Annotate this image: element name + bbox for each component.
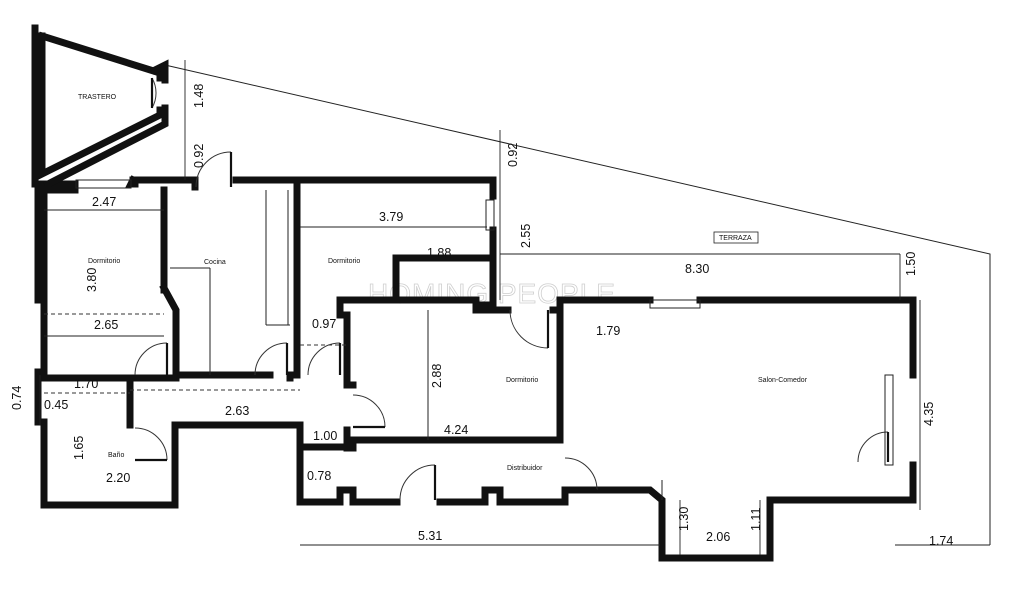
dim-bath-width: 1.70 bbox=[74, 377, 98, 391]
trastero-walls bbox=[31, 24, 169, 189]
dim-hall-step: 1.00 bbox=[313, 429, 337, 443]
room-label-distribuidor: Distribuidor bbox=[507, 465, 543, 472]
room-label-trastero: TRASTERO bbox=[78, 94, 117, 101]
dim-bath-length: 2.20 bbox=[106, 471, 130, 485]
dim-dorm3-depth: 2.88 bbox=[430, 364, 444, 388]
dim-dorm1-depth: 3.80 bbox=[85, 268, 99, 292]
dimension-labels: 1.48 0.92 0.92 2.47 3.80 2.65 3.79 1.88 … bbox=[10, 84, 953, 548]
dim-passage-b: 0.92 bbox=[506, 143, 520, 167]
doors bbox=[75, 77, 894, 501]
room-label-bano: Baño bbox=[108, 452, 124, 459]
dim-bay-depth: 1.30 bbox=[677, 507, 691, 531]
room-labels: TRASTERO Dormitorio Cocina Dormitorio Do… bbox=[78, 94, 808, 472]
dim-trastero-depth: 1.48 bbox=[192, 84, 206, 108]
dim-salon-depth: 4.35 bbox=[922, 402, 936, 426]
room-label-dormitorio-3: Dormitorio bbox=[506, 377, 538, 384]
dim-salon-entry: 1.79 bbox=[596, 324, 620, 338]
dim-dorm1-width: 2.47 bbox=[92, 195, 116, 209]
dim-dorm1-lower: 2.65 bbox=[94, 318, 118, 332]
main-walls bbox=[34, 176, 917, 562]
room-label-dormitorio-1: Dormitorio bbox=[88, 258, 120, 265]
dim-bath-depth: 1.65 bbox=[72, 436, 86, 460]
dim-bath-step: 0.45 bbox=[44, 398, 68, 412]
interior-lines bbox=[44, 190, 663, 500]
room-label-salon-comedor: Salon-Comedor bbox=[758, 377, 808, 384]
terrace-outline bbox=[164, 64, 991, 545]
dim-passage-a: 0.92 bbox=[192, 144, 206, 168]
dim-dorm2-inner: 0.97 bbox=[312, 317, 336, 331]
dim-dorm3-width: 4.24 bbox=[444, 423, 468, 437]
room-label-cocina: Cocina bbox=[204, 259, 226, 266]
dimension-lines bbox=[39, 60, 990, 555]
dim-left-offset: 0.74 bbox=[10, 386, 24, 410]
dim-corridor-width: 0.78 bbox=[307, 469, 331, 483]
dim-bay-width: 2.06 bbox=[706, 530, 730, 544]
dim-overall-length: 5.31 bbox=[418, 529, 442, 543]
room-label-dormitorio-2: Dormitorio bbox=[328, 258, 360, 265]
dim-dorm2-recess: 1.88 bbox=[427, 246, 451, 260]
dim-bay-side: 1.11 bbox=[749, 508, 763, 531]
dim-outer-right: 1.74 bbox=[929, 534, 953, 548]
dim-terrace-end: 1.50 bbox=[904, 252, 918, 276]
terraza-label-box bbox=[713, 231, 759, 244]
dim-terrace-depth: 2.55 bbox=[519, 224, 533, 248]
dim-dorm2-width: 3.79 bbox=[379, 210, 403, 224]
dim-terrace-length: 8.30 bbox=[685, 262, 709, 276]
room-label-terraza: TERRAZA bbox=[719, 235, 752, 242]
dim-hall-length: 2.63 bbox=[225, 404, 249, 418]
